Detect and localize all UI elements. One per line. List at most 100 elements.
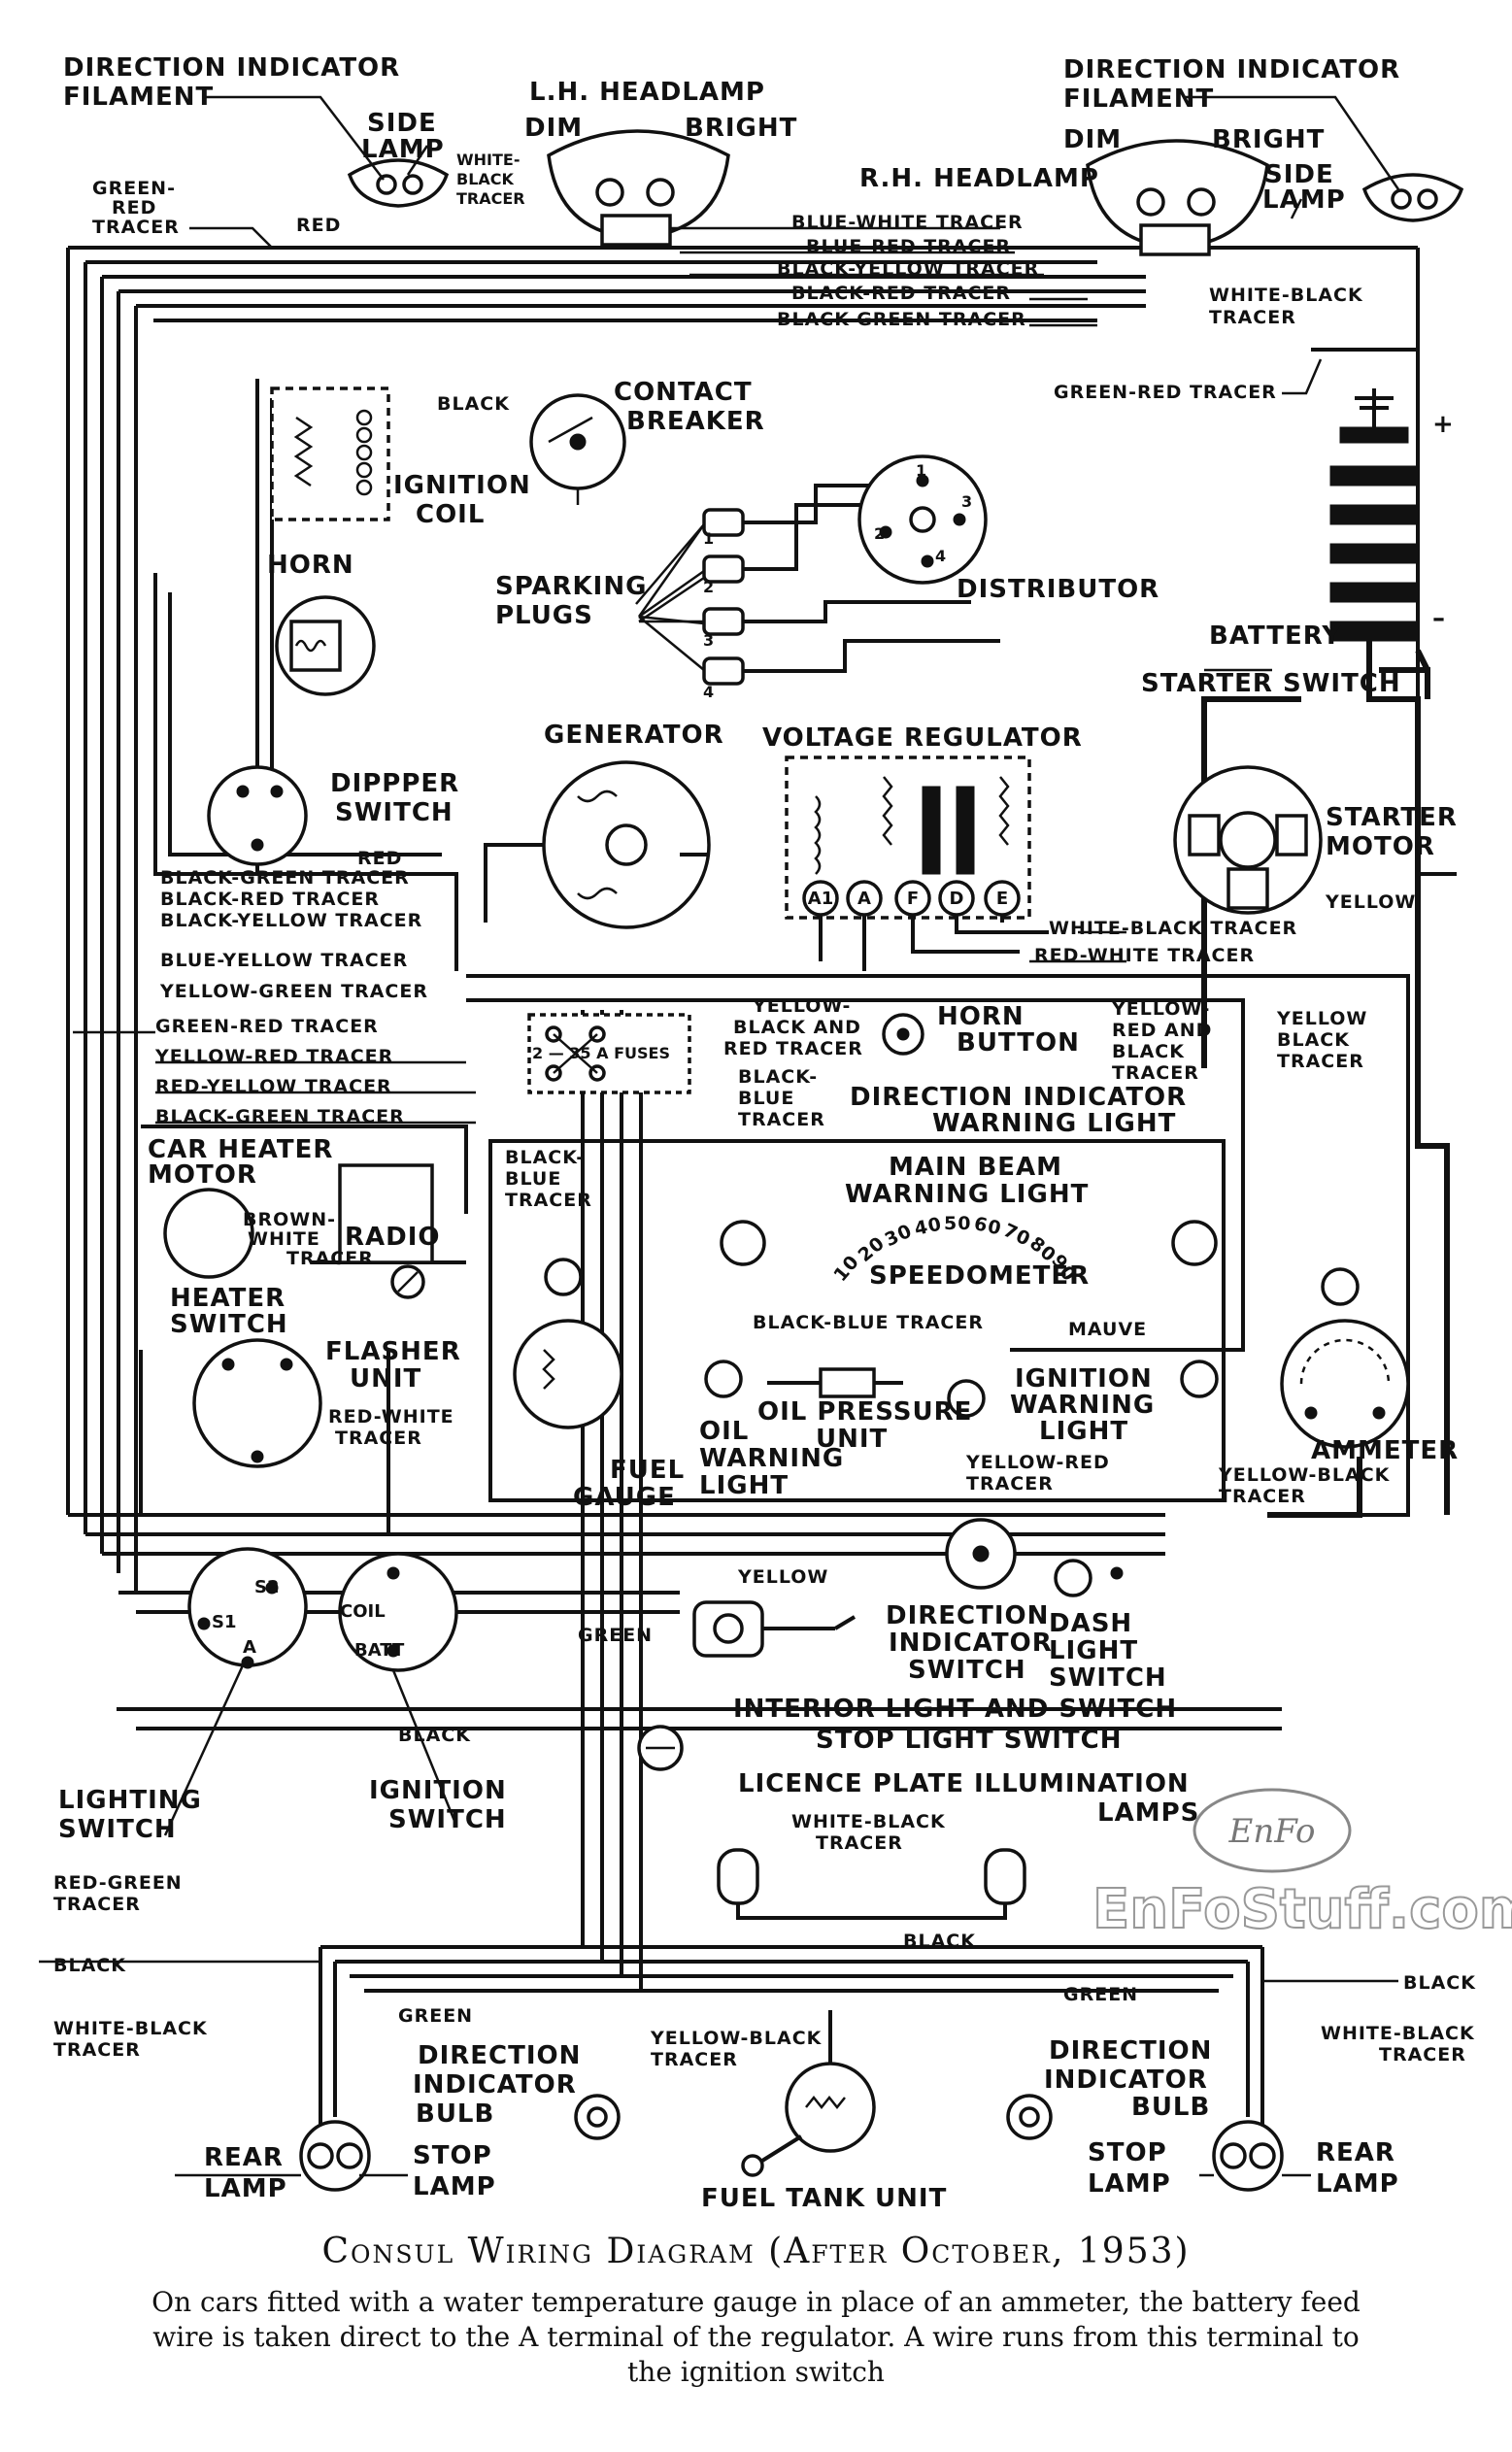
stop-light-switch (637, 1725, 684, 1771)
left-tracer-2: BLACK-RED TRACER (160, 889, 380, 910)
lighting-switch-2: SWITCH (58, 1815, 177, 1844)
radio-box (338, 1163, 434, 1264)
black-right-low: BLACK (1403, 1972, 1476, 1994)
ignition-coil (270, 386, 390, 521)
starter-motor-1: STARTER (1326, 803, 1458, 832)
contact-breaker (529, 393, 626, 505)
green-left-low: GREEN (398, 2005, 473, 2027)
left-tracer-8: RED-YELLOW TRACER (155, 1076, 392, 1097)
rear-lamp-left-1: REAR (204, 2143, 284, 2172)
ls-term-a: A (243, 1637, 256, 1658)
dash-light-switch (1054, 1559, 1124, 1597)
wiring-diagram: A1 A F D E (39, 53, 1512, 2213)
ignition-coil-1: IGNITION (393, 471, 531, 500)
ign-warning-2: WARNING (1010, 1391, 1155, 1420)
yrt-lower-2: TRACER (966, 1473, 1054, 1495)
distributor (857, 454, 988, 585)
sparking-plugs-2: PLUGS (495, 601, 593, 630)
is-term-coil: COIL (340, 1601, 386, 1622)
oil-pressure-2: UNIT (816, 1425, 888, 1454)
plug-num-3: 3 (703, 631, 714, 650)
yrbt-2: RED AND (1112, 1020, 1212, 1041)
rear-lamp-right-2: LAMP (1316, 2169, 1399, 2199)
lh-side-lamp (347, 158, 450, 208)
battery-label: BATTERY (1209, 621, 1341, 651)
wbt-right-1: WHITE-BLACK (1209, 285, 1363, 306)
wbt-lic-2: TRACER (816, 1832, 903, 1854)
green-right-low: GREEN (1063, 1984, 1138, 2005)
contact-breaker-2: BREAKER (626, 407, 765, 436)
black-left: BLACK (53, 1955, 126, 1976)
yellow-starter: YELLOW (1325, 891, 1416, 913)
ignition-switch-2: SWITCH (388, 1805, 507, 1834)
bbt-a-1: BLACK- (738, 1066, 818, 1088)
stop-lamp-right-2: LAMP (1088, 2169, 1171, 2199)
green-mid: GREEN (578, 1625, 653, 1646)
black-mid: BLACK (398, 1725, 471, 1746)
heater-motor (163, 1188, 254, 1279)
oil-warning-3: LIGHT (699, 1471, 789, 1500)
top-tracer-2: BLUE-RED TRACER (806, 236, 1011, 257)
radio-label: RADIO (345, 1223, 441, 1252)
top-tracer-3: BLACK-YELLOW TRACER (777, 258, 1039, 280)
ign-warning-1: IGNITION (1015, 1364, 1153, 1394)
red-top: RED (296, 215, 341, 236)
warning-lights (544, 1220, 1360, 1418)
dir-ind-filament-right-2: FILAMENT (1063, 84, 1214, 114)
licence-plate-2: LAMPS (1097, 1798, 1199, 1828)
fuel-gauge-2: GAUGE (573, 1483, 676, 1512)
ignition-switch-dial (338, 1552, 458, 1672)
oil-pressure-1: OIL PRESSURE (757, 1397, 972, 1427)
starter-motor (1173, 765, 1323, 915)
ybt-lower-2: TRACER (1219, 1486, 1306, 1507)
side-lamp-right-2: LAMP (1262, 185, 1346, 215)
licence-plate-lamps (717, 1848, 1026, 1920)
dir-ind-filament-left-2: FILAMENT (63, 83, 214, 112)
plug-num-2: 2 (703, 578, 714, 596)
stop-lamp-left-2: LAMP (413, 2172, 496, 2201)
starter-switch-symbol (1379, 649, 1430, 699)
main-beam-2: WARNING LIGHT (845, 1180, 1089, 1209)
black-coil: BLACK (437, 393, 510, 415)
rear-lamp-right (1212, 2120, 1284, 2192)
wbt-right-low-1: WHITE-BLACK (1321, 2023, 1475, 2044)
dash-light-1: DASH (1049, 1609, 1132, 1638)
stop-lamp-right-1: STOP (1088, 2138, 1167, 2167)
dash-light-2: LIGHT (1049, 1636, 1138, 1665)
ammeter-label: AMMETER (1311, 1436, 1459, 1465)
yrbt-1: YELLOW- (1111, 998, 1210, 1020)
flasher-unit-2: UNIT (350, 1364, 421, 1394)
grt-top-1: GREEN- (92, 178, 176, 199)
dib-right-2: INDICATOR (1044, 2066, 1208, 2095)
rh-dim-label: DIM (1063, 125, 1122, 154)
speedometer-label: SPEEDOMETER (869, 1261, 1090, 1291)
ybt-fuel-1: YELLOW-BLACK (650, 2028, 823, 2049)
yrt-lower-1: YELLOW-RED (965, 1452, 1110, 1473)
wbt-left-2: BLACK (456, 170, 515, 188)
dist-num-3: 3 (961, 492, 972, 511)
rh-side-lamp (1361, 173, 1464, 222)
fuses-label: 2 — 35 A FUSES (532, 1044, 670, 1062)
voltage-regulator-label: VOLTAGE REGULATOR (762, 723, 1083, 753)
ybrt-1: YELLOW- (752, 995, 851, 1017)
wbt-lic-1: WHITE-BLACK (791, 1811, 946, 1832)
rear-lamp-left (299, 2120, 371, 2192)
grt-top-3: TRACER (92, 217, 180, 238)
direction-indicator-switch (945, 1518, 1017, 1590)
ybrt-3: RED TRACER (723, 1038, 863, 1059)
caption-title: Consul Wiring Diagram (After October, 19… (321, 2232, 1191, 2271)
yellow-dir-switch: YELLOW (737, 1566, 828, 1588)
lighting-switch (187, 1547, 308, 1669)
fuse-box (527, 1013, 691, 1094)
grt-right: GREEN-RED TRACER (1054, 382, 1277, 403)
lh-bright-label: BRIGHT (685, 114, 797, 143)
ybt-fuel-2: TRACER (651, 2049, 738, 2070)
dist-num-4: 4 (935, 547, 946, 565)
dib-right-3: BULB (1131, 2093, 1210, 2122)
dipper-switch-2: SWITCH (335, 798, 454, 827)
bwt-3: TRACER (286, 1248, 374, 1269)
wbt-right-2: TRACER (1209, 307, 1296, 328)
ammeter (1280, 1319, 1410, 1449)
speedo-50: 50 (944, 1213, 971, 1234)
bbt-c: BLACK-BLUE TRACER (753, 1312, 984, 1333)
